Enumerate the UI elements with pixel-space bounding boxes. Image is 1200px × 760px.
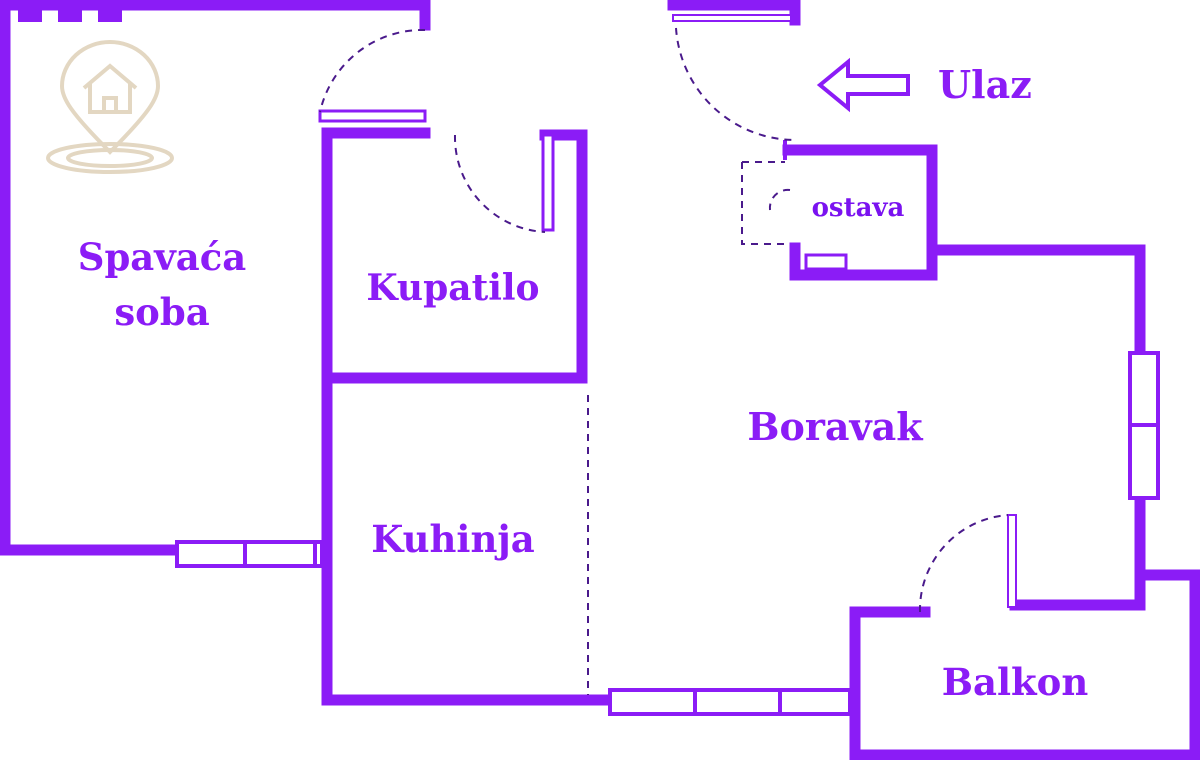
- bedroom-label-line1: Spavaća: [78, 235, 247, 279]
- bedroom-label-line2: soba: [114, 290, 209, 334]
- window-living-bottom: [608, 688, 852, 716]
- window-living-right: [1128, 351, 1160, 500]
- window-top: [672, 14, 792, 22]
- balcony-label: Balkon: [942, 660, 1089, 704]
- bathroom-label: Kupatilo: [366, 267, 539, 309]
- windows: [175, 14, 1160, 716]
- corner-marks: [18, 10, 122, 22]
- door-leaves: [318, 109, 1017, 608]
- door-swings: [319, 27, 1009, 695]
- kitchen-label: Kuhinja: [371, 517, 534, 561]
- living-label: Boravak: [747, 404, 923, 449]
- left-arrow-icon: [816, 57, 910, 113]
- entrance-label: Ulaz: [938, 62, 1032, 107]
- storage-shelf: [804, 253, 848, 271]
- home-location-pin-icon: [46, 40, 174, 174]
- window-bedroom: [175, 540, 324, 568]
- storage-label: ostava: [812, 193, 905, 223]
